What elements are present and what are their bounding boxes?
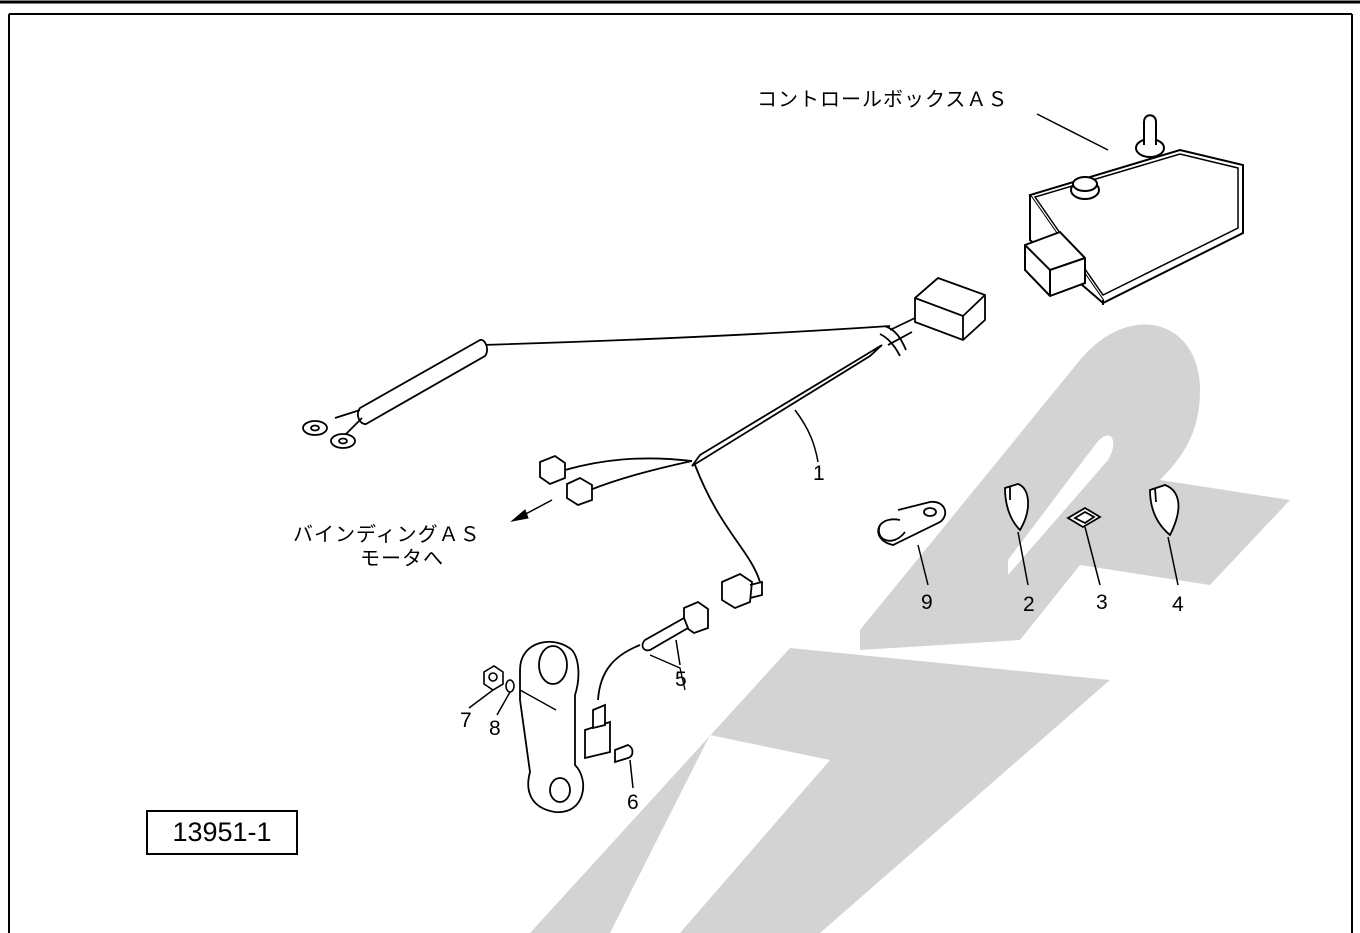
figure-number: 13951-1 [172, 817, 272, 847]
part-number-3: 3 [1096, 591, 1108, 614]
part-number-2: 2 [1023, 593, 1035, 616]
control-box-leader [1036, 113, 1109, 151]
nut-and-washer [483, 665, 515, 693]
control-box-label: コントロールボックスＡＳ [757, 87, 1009, 111]
wire-harness [302, 276, 986, 610]
part-number-1: 1 [813, 462, 825, 485]
watermark-logo [530, 324, 1290, 933]
sensor-cable [597, 600, 709, 701]
part-number-6: 6 [627, 791, 639, 814]
binding-arrow [510, 499, 553, 522]
loose-parts [877, 483, 1180, 546]
figure-number-box: 13951-1 [146, 810, 298, 855]
binding-label-line1: バインディングＡＳ [293, 522, 481, 546]
binding-label-line2: モータへ [360, 546, 444, 570]
harness-leader-1 [794, 409, 819, 463]
sensor-bracket [519, 641, 634, 813]
part-number-8: 8 [489, 717, 501, 740]
control-box [1024, 114, 1244, 306]
part-number-5: 5 [675, 668, 687, 691]
part-number-9: 9 [921, 591, 933, 614]
part-leaders [468, 526, 1179, 789]
part-number-4: 4 [1172, 593, 1184, 616]
part-number-7: 7 [460, 709, 472, 732]
bracket-leader [519, 689, 557, 711]
